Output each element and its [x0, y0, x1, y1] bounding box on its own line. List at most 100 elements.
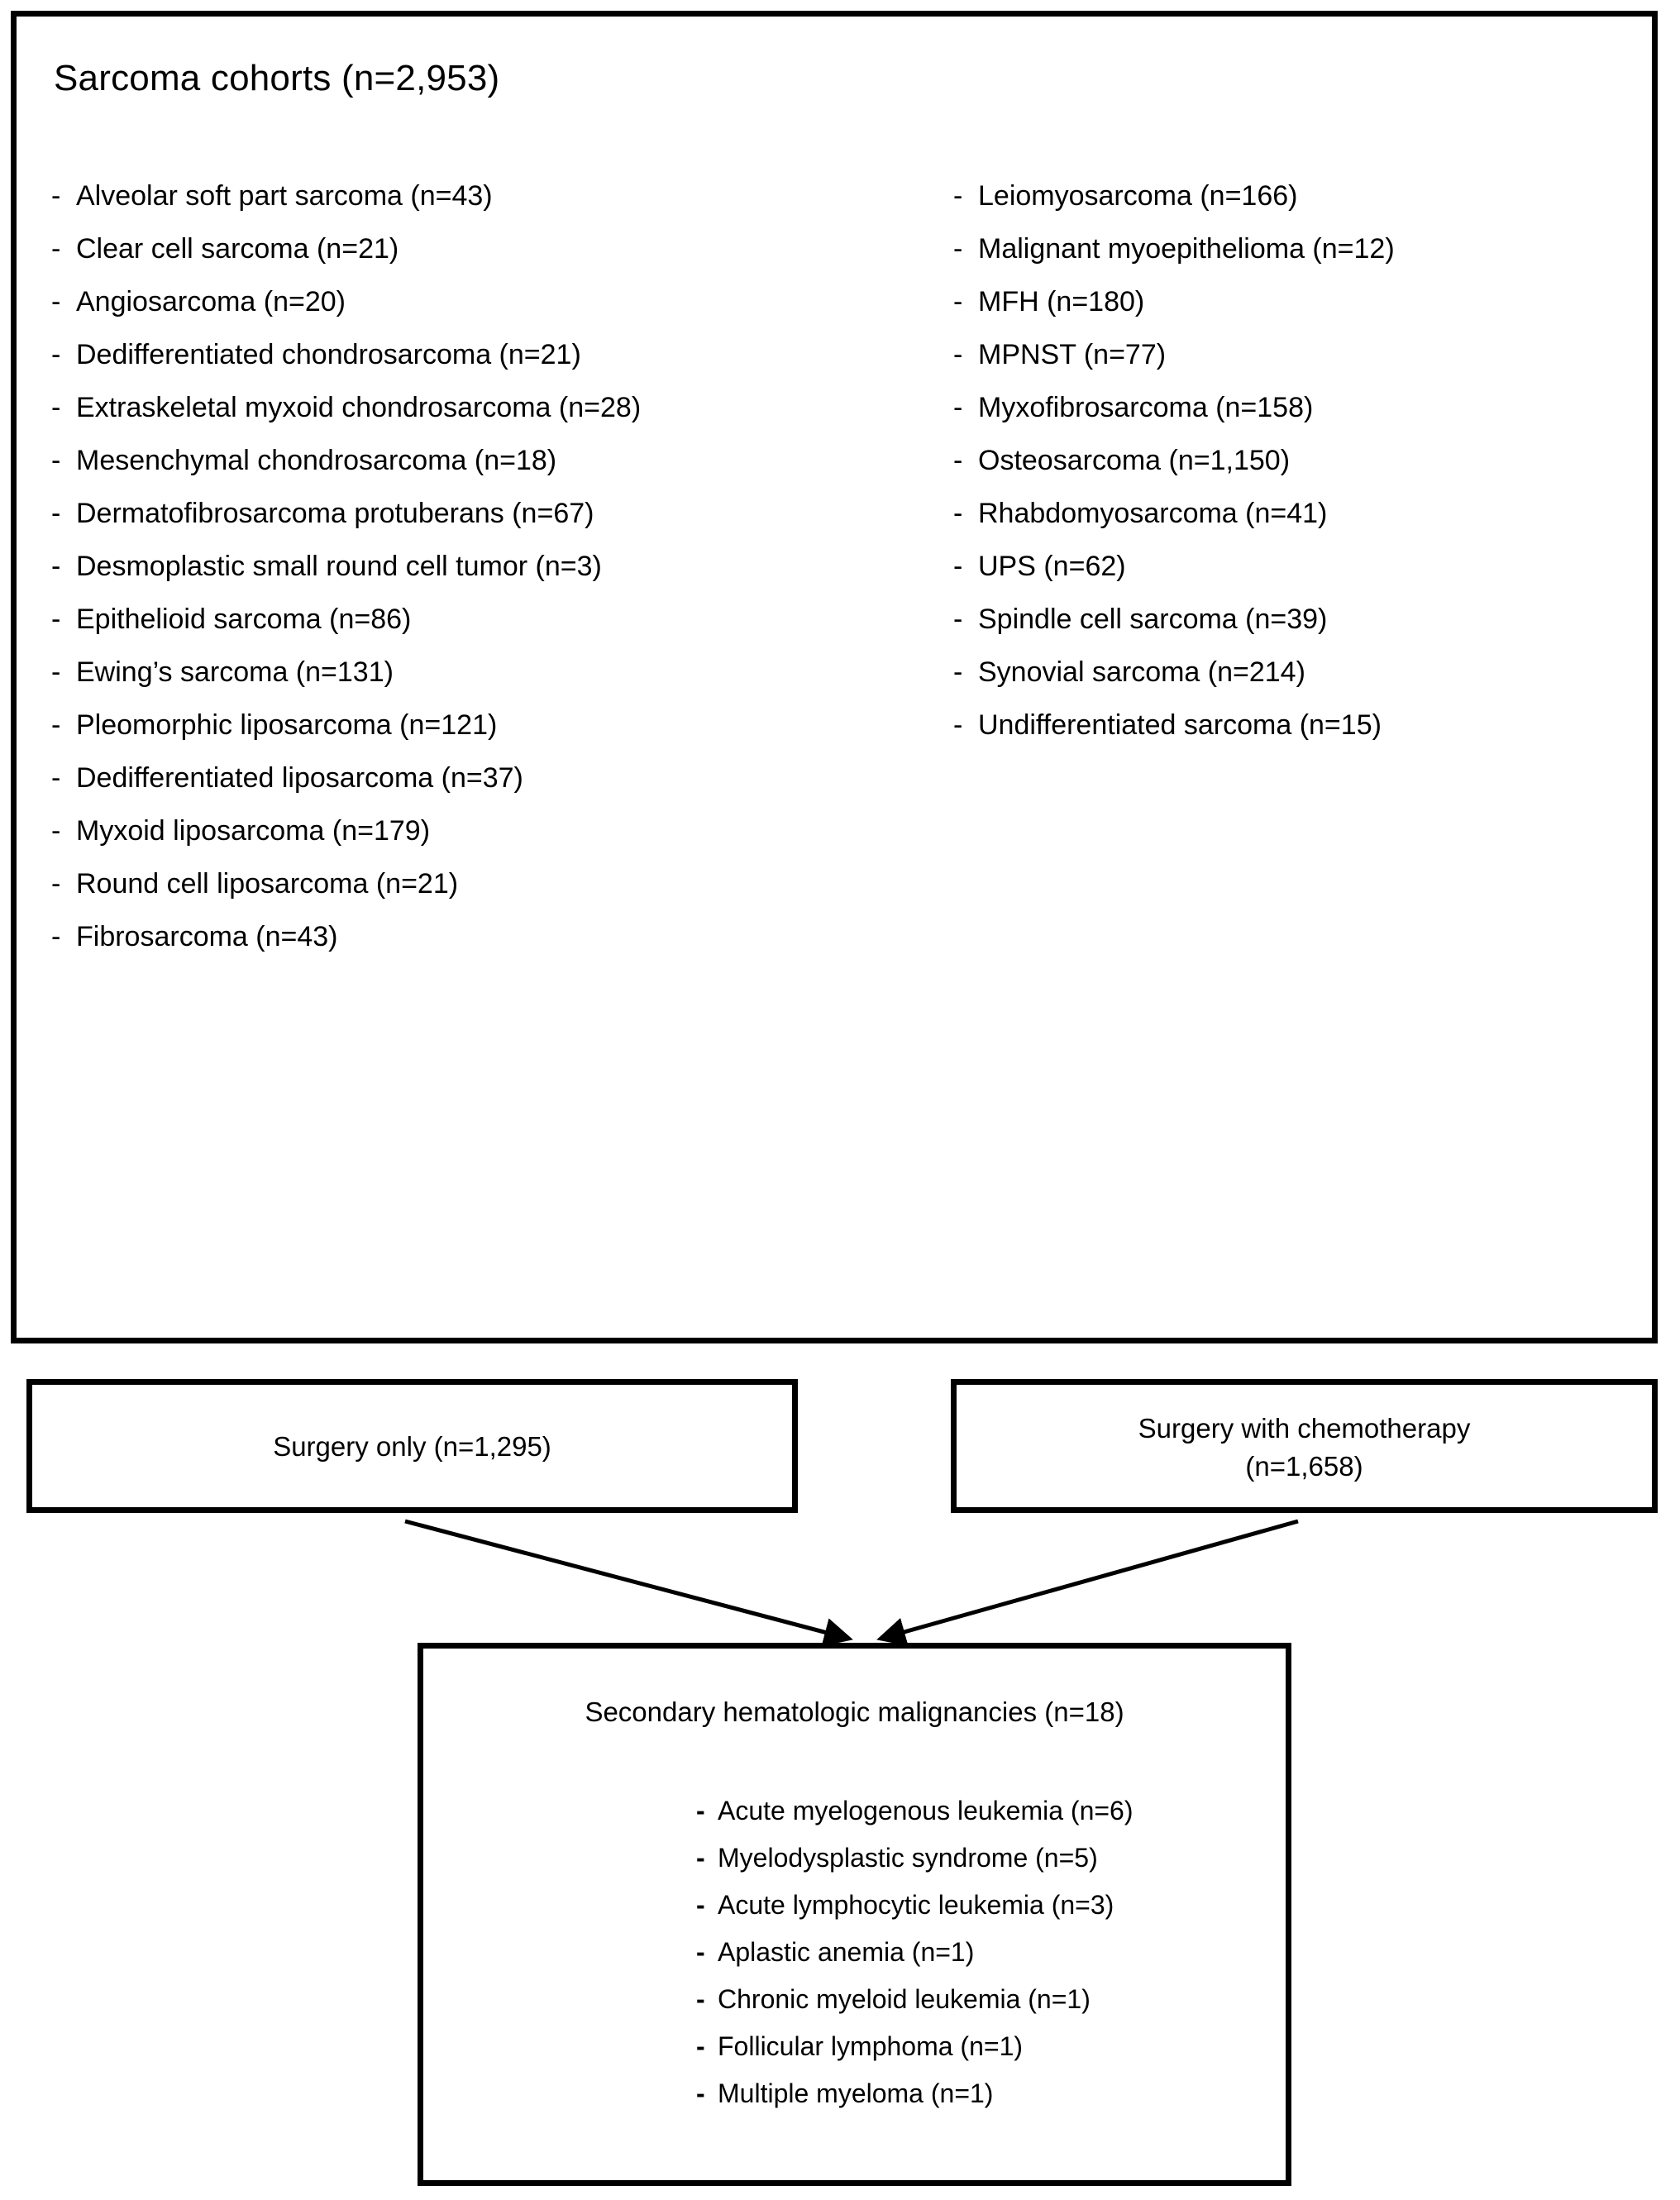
cohort-list-item-label: Mesenchymal chondrosarcoma (n=18)	[76, 445, 557, 476]
cohort-list-item-label: Angiosarcoma (n=20)	[76, 286, 346, 317]
bullet-dash-icon: -	[51, 445, 61, 476]
surgery-chemo-line-1: Surgery with chemotherapy	[1138, 1413, 1471, 1444]
surgery-chemo-line-2: (n=1,658)	[1245, 1451, 1363, 1482]
bullet-dash-icon: -	[953, 604, 963, 635]
hematologic-list-item-label: Follicular lymphoma (n=1)	[718, 2031, 1024, 2061]
bullet-dash-icon: -	[696, 1984, 705, 2014]
surgery-with-chemotherapy-box: Surgery with chemotherapy (n=1,658)	[951, 1379, 1658, 1513]
cohort-list-item-label: Dedifferentiated chondrosarcoma (n=21)	[76, 339, 581, 370]
bullet-dash-icon: -	[51, 551, 61, 582]
hematologic-list-item: -Myelodysplastic syndrome (n=5)	[696, 1843, 1134, 1890]
hematologic-list-item-label: Multiple myeloma (n=1)	[718, 2078, 994, 2108]
bullet-dash-icon: -	[953, 445, 963, 476]
cohort-list-item: -MFH (n=180)	[953, 286, 1664, 339]
surgery-with-chemotherapy-label: Surgery with chemotherapy (n=1,658)	[957, 1410, 1652, 1486]
bullet-dash-icon: -	[51, 286, 61, 317]
bullet-dash-icon: -	[953, 656, 963, 688]
bullet-dash-icon: -	[696, 2078, 705, 2108]
bullet-dash-icon: -	[51, 709, 61, 741]
cohort-list-item: -Angiosarcoma (n=20)	[51, 286, 928, 339]
hematologic-list-item: -Acute lymphocytic leukemia (n=3)	[696, 1890, 1134, 1937]
bullet-dash-icon: -	[51, 233, 61, 265]
hematologic-list-item-label: Aplastic anemia (n=1)	[718, 1937, 975, 1967]
cohort-list-item: -Leiomyosarcoma (n=166)	[953, 180, 1664, 233]
bullet-dash-icon: -	[696, 2031, 705, 2061]
hematologic-list-item: -Multiple myeloma (n=1)	[696, 2078, 1134, 2126]
cohort-list-item-label: Extraskeletal myxoid chondrosarcoma (n=2…	[76, 392, 642, 423]
bullet-dash-icon: -	[51, 656, 61, 688]
cohort-list-item: -Epithelioid sarcoma (n=86)	[51, 604, 928, 656]
bullet-dash-icon: -	[953, 233, 963, 265]
cohort-list-item: -Dedifferentiated chondrosarcoma (n=21)	[51, 339, 928, 392]
cohort-list-item: -Fibrosarcoma (n=43)	[51, 921, 928, 974]
cohort-list-item-label: Leiomyosarcoma (n=166)	[978, 180, 1298, 212]
arrow-surgery-only-to-outcome	[404, 1519, 853, 1647]
cohort-list-item: -UPS (n=62)	[953, 551, 1664, 604]
bullet-dash-icon: -	[953, 180, 963, 212]
cohorts-left-column: -Alveolar soft part sarcoma (n=43)-Clear…	[51, 180, 928, 974]
bullet-dash-icon: -	[953, 498, 963, 529]
cohort-list-item-label: Spindle cell sarcoma (n=39)	[978, 604, 1328, 635]
cohort-list-item: -Myxofibrosarcoma (n=158)	[953, 392, 1664, 445]
cohort-list-item-label: Synovial sarcoma (n=214)	[978, 656, 1305, 688]
bullet-dash-icon: -	[696, 1937, 705, 1967]
bullet-dash-icon: -	[953, 709, 963, 741]
bullet-dash-icon: -	[51, 392, 61, 423]
cohort-list-item-label: Fibrosarcoma (n=43)	[76, 921, 338, 952]
cohort-list-item: -Alveolar soft part sarcoma (n=43)	[51, 180, 928, 233]
cohort-list-item-label: Undifferentiated sarcoma (n=15)	[978, 709, 1382, 741]
cohort-list-item-label: Alveolar soft part sarcoma (n=43)	[76, 180, 493, 212]
cohort-list-item-label: Rhabdomyosarcoma (n=41)	[978, 498, 1328, 529]
bullet-dash-icon: -	[51, 815, 61, 847]
hematologic-list-item-label: Myelodysplastic syndrome (n=5)	[718, 1843, 1098, 1873]
cohort-list-item-label: Pleomorphic liposarcoma (n=121)	[76, 709, 498, 741]
cohort-list-item: -MPNST (n=77)	[953, 339, 1664, 392]
cohort-list-item-label: MPNST (n=77)	[978, 339, 1167, 370]
bullet-dash-icon: -	[51, 868, 61, 900]
bullet-dash-icon: -	[696, 1890, 705, 1920]
bullet-dash-icon: -	[696, 1843, 705, 1873]
arrow-surgery-chemo-to-outcome	[876, 1519, 1299, 1646]
cohort-list-item: -Malignant myoepithelioma (n=12)	[953, 233, 1664, 286]
hematologic-list-item: -Follicular lymphoma (n=1)	[696, 2031, 1134, 2078]
cohort-list-item-label: Dedifferentiated liposarcoma (n=37)	[76, 762, 523, 794]
hematologic-list-item: -Chronic myeloid leukemia (n=1)	[696, 1984, 1134, 2031]
cohort-list-item: -Synovial sarcoma (n=214)	[953, 656, 1664, 709]
cohort-list-item: -Mesenchymal chondrosarcoma (n=18)	[51, 445, 928, 498]
cohort-list-item: -Ewing’s sarcoma (n=131)	[51, 656, 928, 709]
bullet-dash-icon: -	[51, 921, 61, 952]
cohort-list-item-label: UPS (n=62)	[978, 551, 1126, 582]
hematologic-list-item-label: Chronic myeloid leukemia (n=1)	[718, 1984, 1091, 2014]
cohort-list-item-label: Clear cell sarcoma (n=21)	[76, 233, 399, 265]
secondary-hematologic-malignancies-box: Secondary hematologic malignancies (n=18…	[418, 1643, 1291, 2186]
cohort-list-item-label: Ewing’s sarcoma (n=131)	[76, 656, 394, 688]
cohort-list-item: -Rhabdomyosarcoma (n=41)	[953, 498, 1664, 551]
cohort-list-item: -Pleomorphic liposarcoma (n=121)	[51, 709, 928, 762]
hematologic-list-item-label: Acute myelogenous leukemia (n=6)	[718, 1796, 1134, 1825]
cohort-list-item: -Round cell liposarcoma (n=21)	[51, 868, 928, 921]
cohort-list-item-label: Myxoid liposarcoma (n=179)	[76, 815, 431, 847]
hematologic-list-item: -Aplastic anemia (n=1)	[696, 1937, 1134, 1984]
cohort-list-item-label: Desmoplastic small round cell tumor (n=3…	[76, 551, 602, 582]
bullet-dash-icon: -	[953, 339, 963, 370]
cohort-list-item: -Myxoid liposarcoma (n=179)	[51, 815, 928, 868]
bullet-dash-icon: -	[51, 762, 61, 794]
cohort-list-item: -Osteosarcoma (n=1,150)	[953, 445, 1664, 498]
cohort-list-item-label: Malignant myoepithelioma (n=12)	[978, 233, 1395, 265]
cohorts-right-column: -Leiomyosarcoma (n=166)-Malignant myoepi…	[953, 180, 1664, 762]
bullet-dash-icon: -	[51, 498, 61, 529]
bullet-dash-icon: -	[51, 339, 61, 370]
hematologic-list-item-label: Acute lymphocytic leukemia (n=3)	[718, 1890, 1114, 1920]
cohort-list-item-label: Dermatofibrosarcoma protuberans (n=67)	[76, 498, 594, 529]
cohort-list-item: -Dermatofibrosarcoma protuberans (n=67)	[51, 498, 928, 551]
cohort-list-item-label: MFH (n=180)	[978, 286, 1145, 317]
hematologic-list: -Acute myelogenous leukemia (n=6)-Myelod…	[696, 1796, 1134, 2126]
cohort-list-item-label: Myxofibrosarcoma (n=158)	[978, 392, 1314, 423]
cohort-list-item: -Spindle cell sarcoma (n=39)	[953, 604, 1664, 656]
bullet-dash-icon: -	[953, 551, 963, 582]
surgery-only-box: Surgery only (n=1,295)	[26, 1379, 798, 1513]
hematologic-list-item: -Acute myelogenous leukemia (n=6)	[696, 1796, 1134, 1843]
sarcoma-cohorts-box: Sarcoma cohorts (n=2,953) -Alveolar soft…	[11, 11, 1658, 1343]
hematologic-title: Secondary hematologic malignancies (n=18…	[585, 1697, 1124, 1727]
cohort-list-item: -Extraskeletal myxoid chondrosarcoma (n=…	[51, 392, 928, 445]
